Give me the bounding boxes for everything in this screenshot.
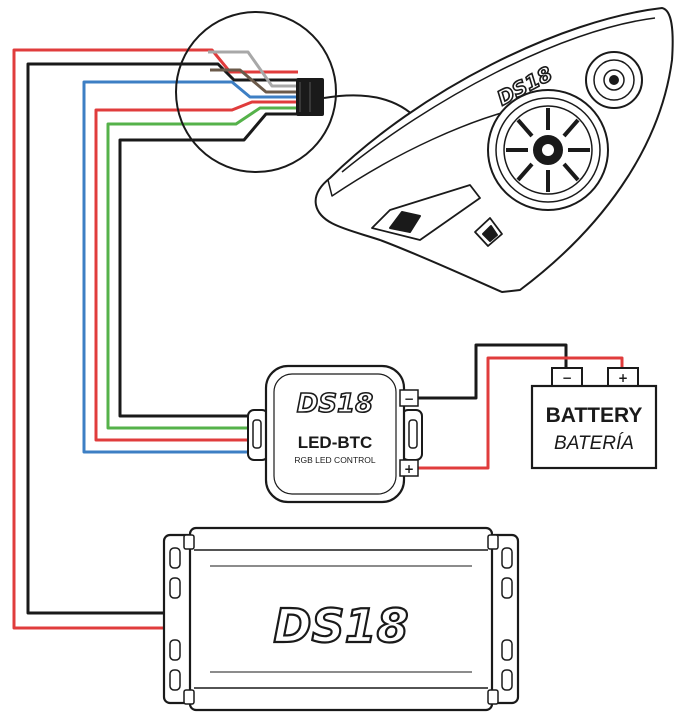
battery-neg-terminal: − — [562, 371, 572, 385]
controller-neg-terminal-box — [399, 389, 419, 407]
green-wire-led — [106, 106, 298, 430]
controller-model: LED-BTC — [298, 433, 373, 452]
red-wire-led — [94, 100, 298, 442]
black-wire-amp — [26, 62, 298, 615]
zoom-circle — [175, 11, 337, 173]
controller-neg-terminal: − — [404, 392, 414, 406]
brown-wire — [210, 68, 298, 94]
amplifier — [162, 526, 520, 712]
gray-wire — [208, 50, 298, 88]
harness-zoom — [175, 11, 419, 173]
blue-wire-led — [82, 80, 298, 454]
battery — [530, 367, 658, 470]
black-wire-led — [118, 112, 298, 418]
speaker-pod — [314, 7, 674, 293]
wire-group — [12, 48, 624, 630]
battery-negative-wire — [408, 343, 568, 400]
battery-positive-wire — [408, 356, 624, 470]
battery-label-en: BATTERY — [546, 404, 643, 427]
controller-body — [264, 364, 406, 504]
battery-pos-terminal: + — [618, 371, 628, 385]
controller-pos-terminal-box — [399, 459, 419, 477]
controller-pos-terminal: + — [404, 462, 414, 476]
amplifier-logo: DS18 — [273, 599, 408, 653]
battery-body — [530, 384, 658, 470]
controller-subtitle: RGB LED CONTROL — [294, 455, 376, 465]
led-btc-controller — [247, 364, 423, 504]
battery-label-es: BATERÍA — [554, 433, 634, 454]
controller-logo: DS18 — [297, 389, 374, 419]
